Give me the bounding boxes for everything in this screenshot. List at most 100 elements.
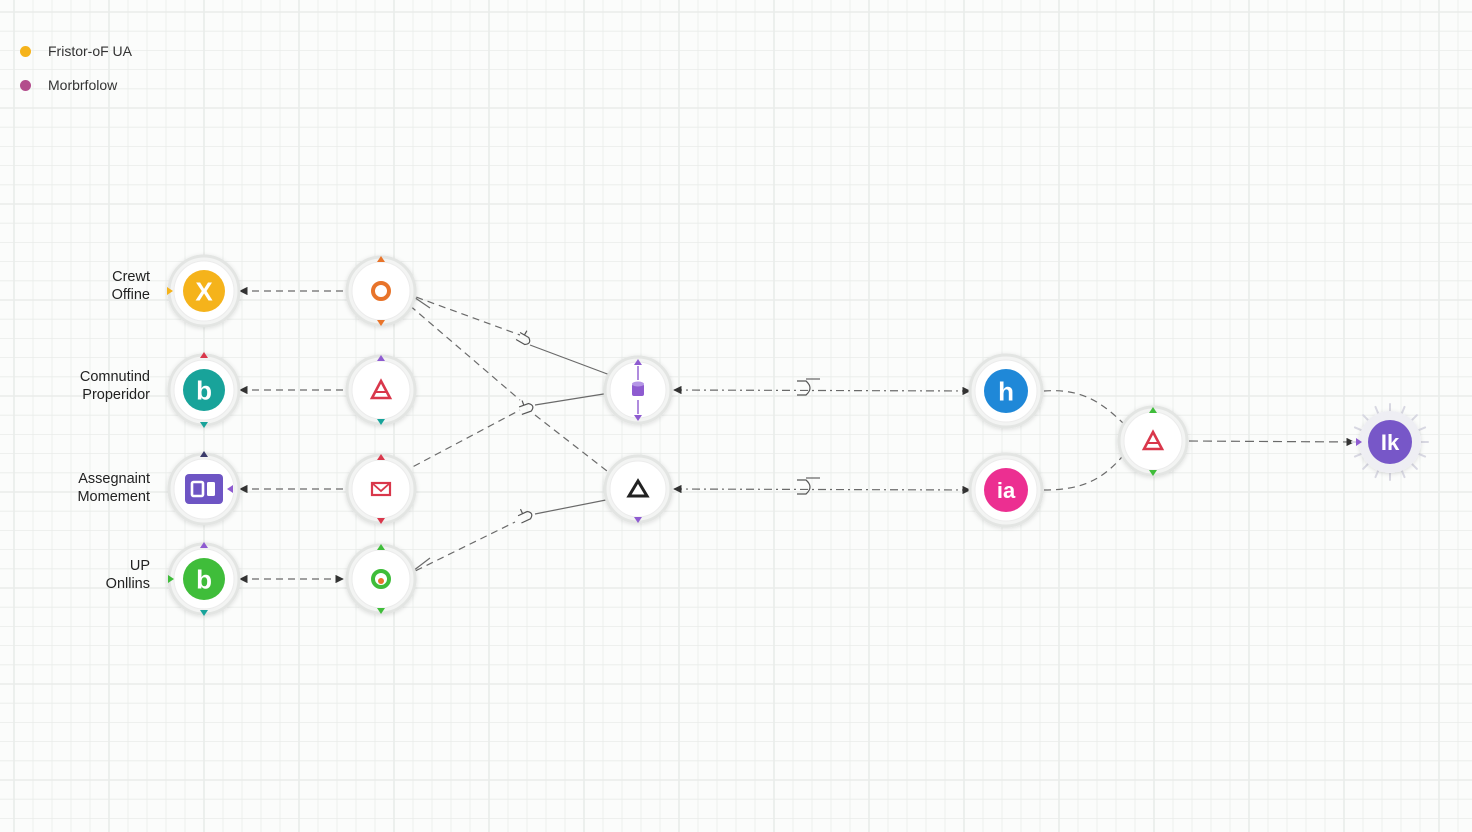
- legend-label: Fristor-oF UA: [48, 43, 132, 59]
- port-icon: [377, 256, 385, 262]
- node-disc: [984, 468, 1028, 512]
- row-label-line: Properidor: [82, 387, 150, 403]
- gate-shape: [517, 510, 533, 524]
- cylinder-icon: [632, 384, 644, 396]
- row-label-2: Comnutind Properidor: [0, 368, 150, 404]
- letter-b-icon: b: [196, 564, 212, 594]
- ring-icon: [371, 281, 391, 301]
- merge-node[interactable]: [603, 454, 673, 524]
- triangle-icon: [626, 478, 650, 498]
- join-node[interactable]: [1117, 405, 1189, 477]
- port-icon: [1356, 438, 1362, 446]
- source-node[interactable]: [167, 451, 241, 526]
- row-label-1: Crewt Offine: [0, 268, 150, 304]
- ring-core: [378, 578, 384, 584]
- warning-icon: [369, 378, 393, 400]
- processor-node[interactable]: [345, 354, 417, 426]
- processor-node[interactable]: [345, 255, 417, 327]
- node-inner: [351, 360, 411, 420]
- final-ray: [1353, 452, 1364, 458]
- output-node[interactable]: iа: [968, 452, 1044, 528]
- processor-node[interactable]: [345, 453, 417, 525]
- gate-stem: [523, 330, 528, 336]
- letters-ia-icon: iа: [997, 478, 1016, 503]
- source-node[interactable]: X: [167, 254, 241, 328]
- gate-stem: [521, 400, 525, 406]
- node-disc: [183, 270, 225, 312]
- port-icon: [200, 610, 208, 616]
- edge: [404, 292, 521, 336]
- final-ray: [1410, 462, 1418, 470]
- row-label-line: Momement: [77, 489, 150, 505]
- processor-node[interactable]: [345, 543, 417, 615]
- edge: [400, 297, 521, 401]
- final-ray: [1400, 468, 1406, 479]
- row-label-line: Offine: [111, 287, 150, 303]
- edge: [404, 521, 516, 577]
- edge: [1043, 390, 1130, 430]
- merge-node[interactable]: [603, 355, 673, 425]
- node-disc: [984, 369, 1028, 413]
- final-ray: [1416, 452, 1427, 458]
- row-label-4: UP Onllins: [0, 557, 150, 593]
- legend-item: Morbrfolow: [20, 68, 132, 102]
- edge: [673, 385, 971, 396]
- legend-dot: [20, 45, 31, 57]
- mail-flap: [371, 482, 391, 493]
- port-icon: [200, 451, 208, 457]
- port-icon: [167, 287, 173, 295]
- warning-icon: [1141, 429, 1165, 451]
- edge: [529, 344, 619, 380]
- nodes: Xb b h iа Ik: [167, 254, 1429, 616]
- edge: [1043, 450, 1128, 491]
- edge: [1188, 437, 1355, 447]
- node-inner: [609, 460, 667, 518]
- node-disc: [183, 369, 225, 411]
- node-inner: [351, 261, 411, 321]
- port-icon: [634, 415, 642, 421]
- port-icon: [200, 352, 208, 358]
- port-icon: [200, 542, 208, 548]
- gate-icon: [797, 378, 820, 396]
- port-icon: [377, 419, 385, 425]
- edge: [673, 484, 971, 495]
- close-icon: X: [195, 276, 213, 306]
- row-label-3: Assegnaint Momement: [0, 470, 150, 506]
- source-node[interactable]: b: [167, 542, 241, 616]
- final-ray: [1410, 414, 1418, 422]
- letters-ik-icon: Ik: [1381, 430, 1400, 455]
- gate-shape: [797, 380, 811, 396]
- port-icon: [1149, 470, 1157, 476]
- port-icon: [634, 517, 642, 523]
- final-ray: [1362, 462, 1370, 470]
- letter-b-icon: b: [196, 375, 212, 405]
- output-node[interactable]: h: [968, 353, 1044, 429]
- node-inner: [1123, 411, 1183, 471]
- ring-icon: [371, 569, 391, 589]
- cylinder-top: [632, 381, 644, 387]
- final-ray: [1400, 405, 1406, 416]
- gate-shape: [515, 332, 531, 346]
- legend: Fristor-oF UA Morbrfolow: [20, 34, 132, 102]
- gate-shape: [518, 402, 534, 416]
- gate-icon: [518, 400, 534, 416]
- final-ray: [1374, 405, 1380, 416]
- edge: [534, 389, 617, 406]
- gate-stem: [519, 508, 524, 514]
- gate-icon: [517, 508, 533, 524]
- port-icon: [227, 485, 233, 493]
- gate-icon: [797, 477, 820, 495]
- window-pane: [207, 482, 215, 496]
- source-node[interactable]: b: [167, 352, 241, 428]
- gate-icon: [515, 330, 531, 346]
- final-ray: [1353, 426, 1364, 432]
- node-disc: [183, 558, 225, 600]
- final-node[interactable]: Ik: [1351, 403, 1429, 481]
- row-label-line: Crewt: [112, 269, 150, 285]
- letter-h-icon: h: [998, 376, 1014, 406]
- final-ray: [1374, 468, 1380, 479]
- port-icon: [377, 454, 385, 460]
- edge: [534, 414, 617, 479]
